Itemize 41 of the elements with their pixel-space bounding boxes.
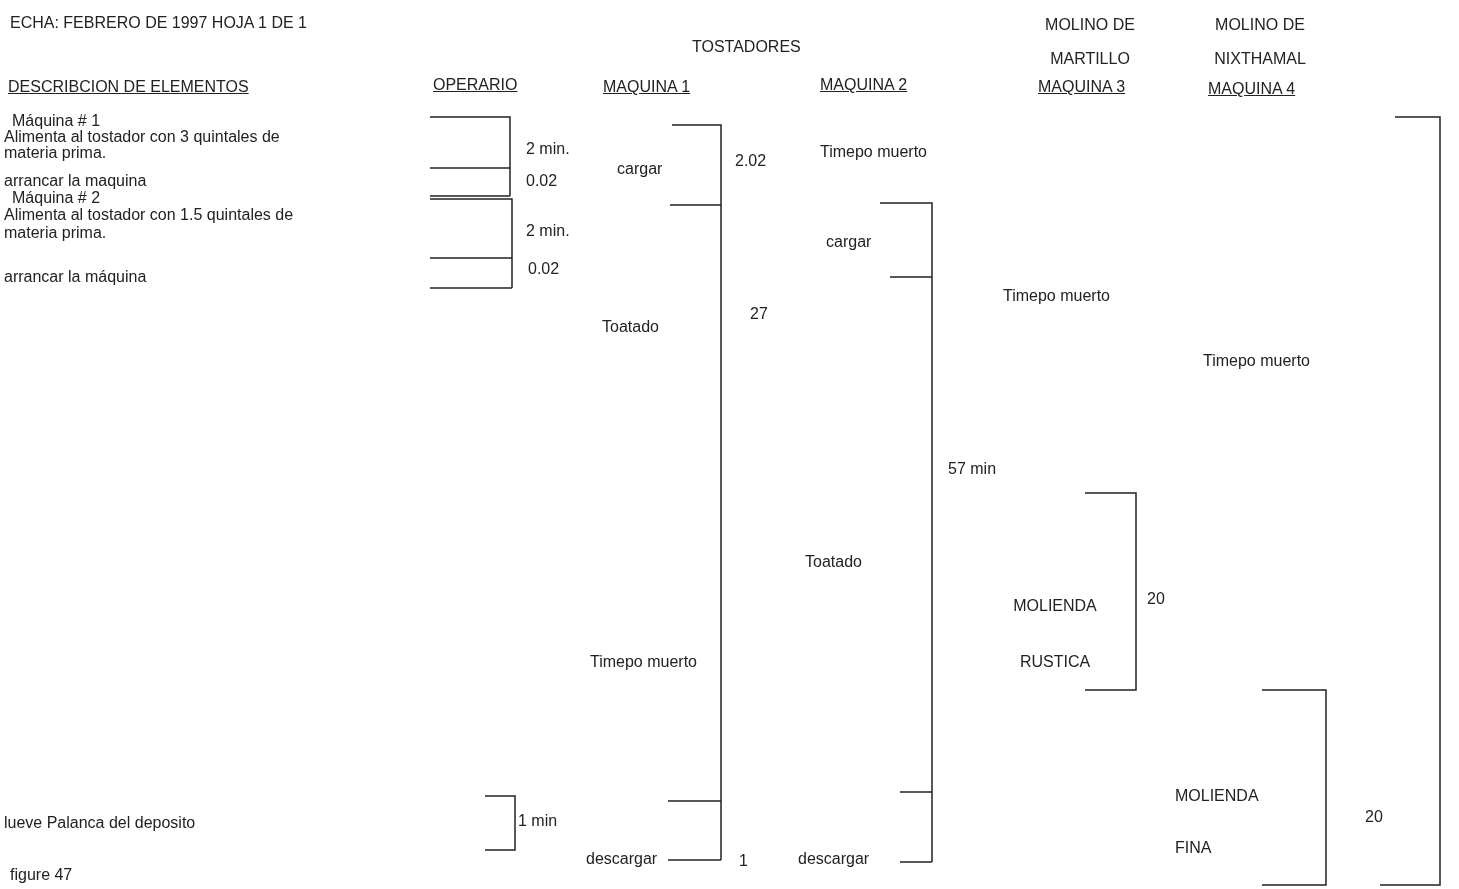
- time-value: 20: [1147, 590, 1165, 608]
- column-heading: MAQUINA 1: [603, 78, 691, 96]
- idle-label: Timepo muerto: [1203, 352, 1310, 370]
- element-description: Máquina # 2: [12, 189, 101, 207]
- header-text: ECHA: FEBRERO DE 1997 HOJA 1 DE 1: [10, 14, 307, 32]
- time-value: 2 min.: [526, 222, 570, 240]
- group-heading: MOLINO DE MARTILLO: [1044, 15, 1136, 69]
- activity-label: Toatado: [805, 553, 862, 571]
- group-heading: TOSTADORES: [692, 38, 801, 56]
- activity-label: descargar: [586, 850, 658, 868]
- column-heading: MAQUINA 3: [1038, 78, 1126, 96]
- time-value: 2.02: [735, 152, 767, 170]
- time-value: 0.02: [526, 172, 558, 190]
- activity-label: cargar: [826, 233, 872, 251]
- idle-label: Timepo muerto: [590, 653, 697, 671]
- group-heading: MOLINO DE NIXTHAMAL: [1213, 15, 1307, 69]
- element-description: lueve Palanca del deposito: [4, 814, 196, 832]
- element-description: Máquina # 1: [12, 112, 101, 130]
- column-heading: OPERARIO: [433, 76, 518, 94]
- element-description: arrancar la máquina: [4, 268, 147, 286]
- activity-label: descargar: [798, 850, 870, 868]
- activity-label: Toatado: [602, 318, 659, 336]
- activity-label: cargar: [617, 160, 663, 178]
- time-value: 57 min: [948, 460, 997, 478]
- time-value: 27: [750, 305, 768, 323]
- time-value: 20: [1365, 808, 1383, 826]
- activity-label: MOLIENDA RUSTICA: [1012, 596, 1098, 672]
- element-description: arrancar la maquina: [4, 172, 147, 190]
- column-heading: MAQUINA 2: [820, 76, 908, 94]
- time-value: 2 min.: [526, 140, 570, 158]
- idle-label: Timepo muerto: [820, 143, 927, 161]
- time-value: 1 min: [518, 812, 558, 830]
- time-value: 1: [739, 852, 748, 870]
- column-heading: MAQUINA 4: [1208, 80, 1296, 98]
- idle-label: Timepo muerto: [1003, 287, 1110, 305]
- element-description: Alimenta al tostador con 3 quintales de materia prima.: [4, 129, 281, 161]
- activity-label: MOLIENDA FINA: [1175, 786, 1260, 858]
- caption: figure 47: [10, 866, 73, 884]
- column-heading: DESCRIBCION DE ELEMENTOS: [8, 78, 249, 96]
- time-value: 0.02: [528, 260, 560, 278]
- element-description: Alimenta al tostador con 1.5 quintales de materia prima.: [4, 206, 295, 242]
